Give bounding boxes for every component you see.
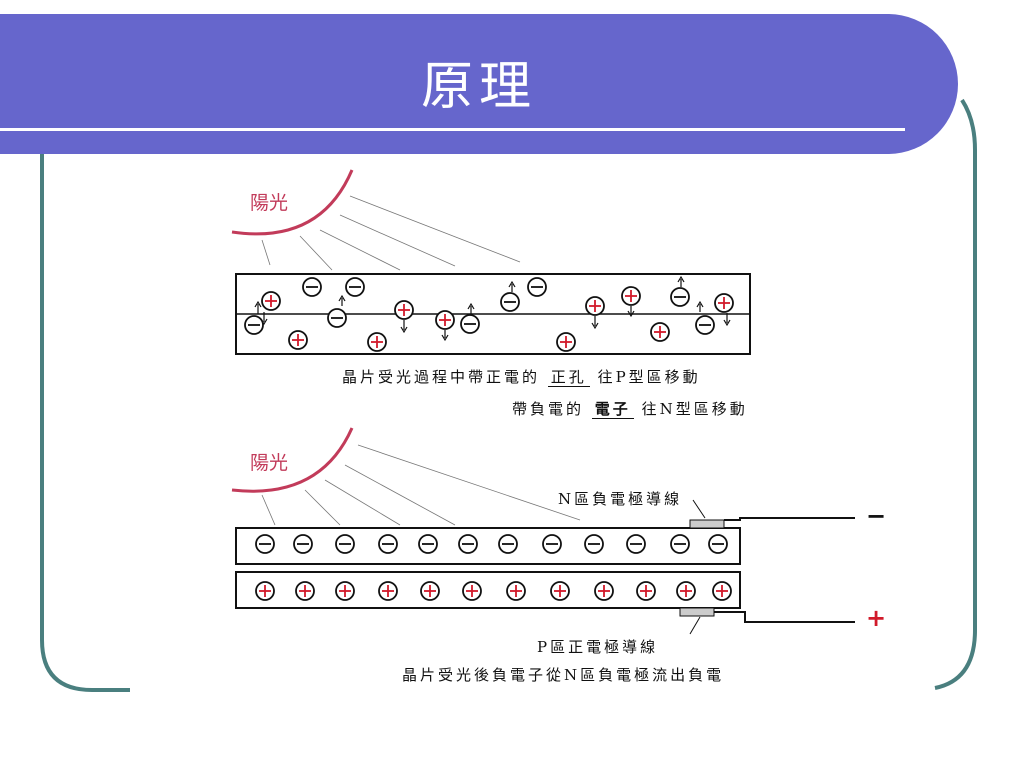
- electrons-1: [244, 277, 715, 335]
- electrons-2: [255, 534, 728, 554]
- p-wire: [714, 611, 855, 623]
- motion-arrows-1: [254, 275, 731, 342]
- sun-arc: [231, 169, 354, 236]
- caption-1-post: 往P型區移動: [597, 368, 701, 386]
- sun-rays-2: [261, 444, 581, 526]
- plus-terminal: +: [866, 604, 887, 632]
- hole: [714, 293, 734, 313]
- sunlight-label-1: 陽光: [250, 192, 289, 214]
- hole: [420, 581, 440, 601]
- electron: [293, 534, 313, 554]
- caption-2-term: 電子: [591, 400, 634, 419]
- frame-border: [40, 150, 130, 692]
- hole: [378, 581, 398, 601]
- sunlight-label-2: 陽光: [250, 452, 289, 474]
- hole: [506, 581, 526, 601]
- p-layer: [235, 571, 741, 609]
- holes-1: [261, 286, 734, 352]
- hole: [594, 581, 614, 601]
- hole: [394, 300, 414, 320]
- electron: [335, 534, 355, 554]
- title-underline: [0, 128, 905, 131]
- hole: [288, 330, 308, 350]
- electron: [708, 534, 728, 554]
- electron: [345, 277, 365, 297]
- hole: [295, 581, 315, 601]
- hole: [556, 332, 576, 352]
- n-electrode-label: N區負電極導線: [558, 490, 683, 508]
- holes-2: [255, 581, 732, 601]
- n-wire: [724, 517, 855, 521]
- electron: [498, 534, 518, 554]
- hole: [335, 581, 355, 601]
- hole: [435, 310, 455, 330]
- hole: [650, 322, 670, 342]
- electron: [670, 534, 690, 554]
- electron: [327, 308, 347, 328]
- n-layer: [235, 527, 741, 565]
- electron: [378, 534, 398, 554]
- electron: [418, 534, 438, 554]
- caption-line-1: 晶片受光過程中帶正電的 正孔 往P型區移動: [342, 366, 701, 387]
- electron: [458, 534, 478, 554]
- p-electrode-label: P區正電極導線: [537, 638, 659, 656]
- electron: [302, 277, 322, 297]
- frame-border-right: [934, 98, 977, 690]
- slide-title: 原理: [420, 57, 537, 117]
- caption-2-pre: 帶負電的: [512, 400, 585, 418]
- hole: [462, 581, 482, 601]
- caption-2-post: 往N型區移動: [641, 400, 748, 418]
- electron: [527, 277, 547, 297]
- n-electrode: [689, 519, 725, 529]
- p-electrode: [679, 607, 715, 617]
- electron: [460, 314, 480, 334]
- hole: [255, 581, 275, 601]
- electron: [500, 292, 520, 312]
- hole: [636, 581, 656, 601]
- electron: [542, 534, 562, 554]
- sun-rays: [261, 195, 521, 271]
- sun-arc-2: [231, 427, 354, 493]
- electron: [584, 534, 604, 554]
- electron: [244, 315, 264, 335]
- hole: [676, 581, 696, 601]
- hole: [261, 291, 281, 311]
- hole: [585, 296, 605, 316]
- electron: [670, 287, 690, 307]
- hole: [621, 286, 641, 306]
- hole: [712, 581, 732, 601]
- minus-terminal: −: [866, 502, 887, 530]
- electron: [626, 534, 646, 554]
- caption-1-pre: 晶片受光過程中帶正電的: [342, 368, 541, 386]
- electron: [255, 534, 275, 554]
- caption-line-2: 帶負電的 電子 往N型區移動: [512, 398, 748, 419]
- hole: [550, 581, 570, 601]
- hole: [367, 332, 387, 352]
- electron: [695, 315, 715, 335]
- caption-1-term: 正孔: [547, 368, 590, 387]
- caption-diagram-2: 晶片受光後負電子從N區負電極流出負電: [402, 666, 725, 684]
